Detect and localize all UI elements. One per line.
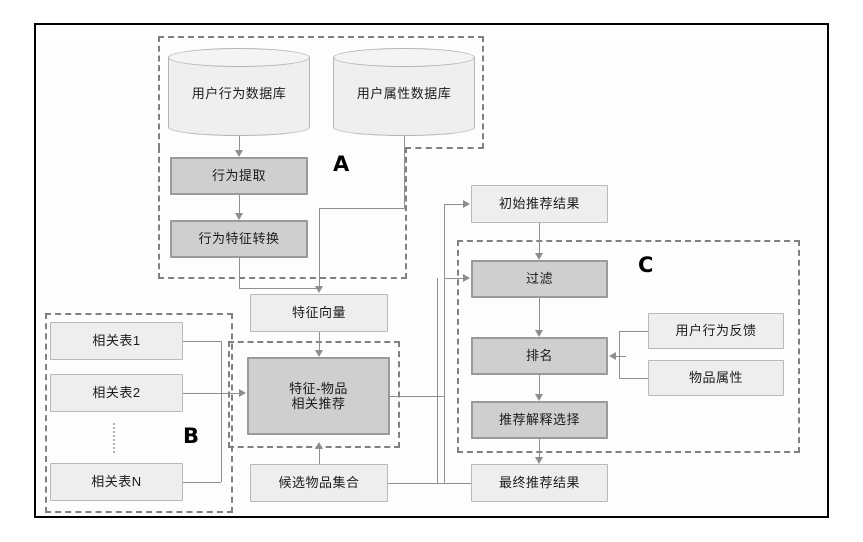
user-behavior-db-label: 用户行为数据库 <box>191 85 287 101</box>
conn-extract-to-transform <box>239 195 240 213</box>
group-a-label: A <box>333 152 350 176</box>
conn-explain-to-final-arrow <box>535 457 543 464</box>
conn-filter-to-ranking <box>539 298 540 330</box>
conn-transform-down <box>239 258 240 288</box>
conn-feedback-bus <box>619 331 620 378</box>
cylinder-top <box>168 48 310 67</box>
conn-featurevec-to-core <box>319 332 320 350</box>
group-b-region <box>45 313 233 513</box>
node-recommend-explanation-select[interactable]: 推荐解释选择 <box>471 401 608 439</box>
group-c-label: C <box>638 253 654 277</box>
group-core-recommend-region <box>228 341 400 448</box>
conn-filter-to-ranking-arrow <box>535 330 543 337</box>
node-behavior-extract[interactable]: 行为提取 <box>170 157 308 195</box>
node-final-recommend-result[interactable]: 最终推荐结果 <box>471 464 608 502</box>
conn-candidate-to-filter <box>444 278 464 279</box>
node-ranking[interactable]: 排名 <box>471 337 608 375</box>
conn-attr-db-to-featurevec <box>319 208 320 286</box>
conn-final-left <box>437 483 471 484</box>
node-initial-recommend-result[interactable]: 初始推荐结果 <box>471 185 608 223</box>
conn-candidate-to-filter-arrow <box>463 274 470 282</box>
conn-explain-to-final <box>539 439 540 457</box>
conn-candidate-to-core-arrow <box>315 442 323 449</box>
conn-ranking-to-explain-arrow <box>535 394 543 401</box>
conn-initial-to-filter <box>539 223 540 253</box>
conn-final-loop-up <box>437 278 438 483</box>
relation-table-ellipsis <box>113 423 115 453</box>
conn-core-to-initial-arrow <box>463 200 470 208</box>
node-user-behavior-feedback[interactable]: 用户行为反馈 <box>648 313 784 349</box>
conn-candidate-right <box>388 483 444 484</box>
cylinder-top <box>333 48 475 67</box>
group-c-region <box>457 240 800 453</box>
conn-attr-db-down <box>404 136 405 209</box>
conn-db-to-extract-arrow <box>235 150 243 157</box>
conn-core-right <box>390 396 444 397</box>
user-attribute-db-label: 用户属性数据库 <box>356 85 452 101</box>
node-feature-item-recommend-line1: 特征-物品 <box>289 380 348 396</box>
node-feature-item-recommend-line2: 相关推荐 <box>291 396 346 411</box>
group-a-region-top <box>158 36 484 149</box>
node-filter[interactable]: 过滤 <box>471 260 608 298</box>
conn-featurevec-to-core-arrow <box>315 350 323 357</box>
node-feature-item-recommend[interactable]: 特征-物品 相关推荐 <box>247 357 390 435</box>
node-relation-table-2[interactable]: 相关表2 <box>50 374 183 412</box>
conn-candidate-to-core <box>319 449 320 464</box>
conn-rtn-right <box>183 482 221 483</box>
conn-extract-to-transform-arrow <box>235 213 243 220</box>
conn-feedback-to-ranking-arrow <box>609 352 616 360</box>
group-b-label: B <box>183 424 200 448</box>
cylinder-body <box>168 57 310 136</box>
node-relation-table-n[interactable]: 相关表N <box>50 463 183 501</box>
conn-to-featurevec-arrow <box>315 286 323 293</box>
conn-candidate-up <box>444 278 445 483</box>
conn-bus-to-core <box>194 393 240 394</box>
conn-feedback-bus-to-ranking <box>616 356 626 357</box>
conn-transform-right <box>239 288 319 289</box>
node-item-attribute[interactable]: 物品属性 <box>648 360 784 396</box>
group-a-region-bottom <box>158 147 407 279</box>
node-feature-vector[interactable]: 特征向量 <box>250 294 388 332</box>
node-behavior-feature-transform[interactable]: 行为特征转换 <box>170 220 308 258</box>
conn-bus-v1 <box>221 341 222 393</box>
conn-feedback-left <box>619 331 648 332</box>
node-relation-table-1[interactable]: 相关表1 <box>50 322 183 360</box>
conn-rt1-right <box>183 341 221 342</box>
user-behavior-db: 用户行为数据库 <box>168 48 310 136</box>
conn-core-to-initial <box>444 204 464 205</box>
conn-attr-db-left <box>319 208 405 209</box>
cylinder-body <box>333 57 475 136</box>
conn-bus-to-core-arrow <box>239 389 246 397</box>
conn-initial-to-filter-arrow <box>535 253 543 260</box>
conn-db-to-extract <box>239 136 240 151</box>
node-candidate-item-set[interactable]: 候选物品集合 <box>250 464 388 502</box>
group-a-step-edge <box>405 147 484 149</box>
conn-bus-v2 <box>221 393 222 482</box>
conn-itemattr-left <box>619 378 648 379</box>
user-attribute-db: 用户属性数据库 <box>333 48 475 136</box>
conn-ranking-to-explain <box>539 375 540 394</box>
